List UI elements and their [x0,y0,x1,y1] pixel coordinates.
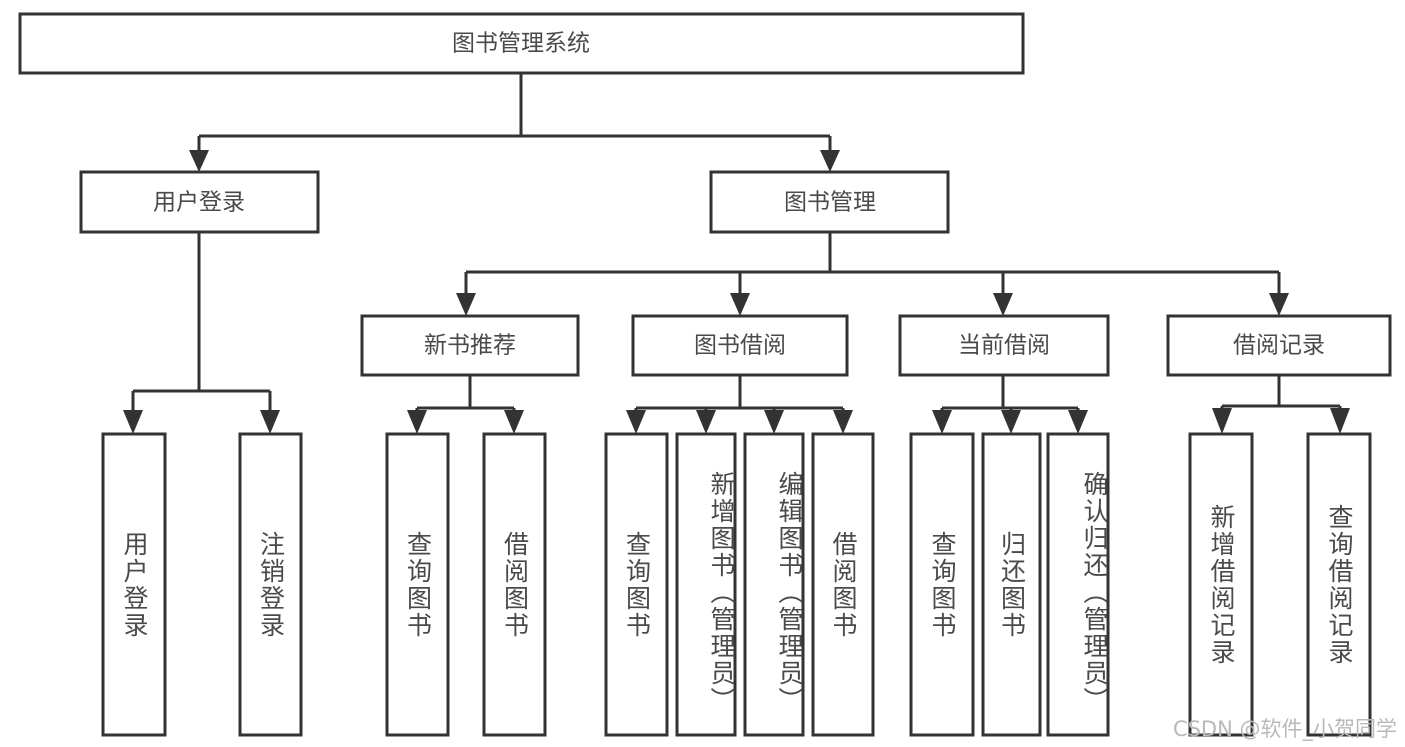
connector-group-borrow-record [1212,375,1350,434]
node-root-label: 图书管理系统 [452,31,590,57]
node-root[interactable] [18,12,1025,75]
node-new-book-recommend-label: 新书推荐 [424,333,516,359]
arrow-head-leaf-bookborrow-4 [833,410,853,434]
arrow-head-new-book [456,293,476,316]
leaf-user-login-0[interactable] [101,432,167,737]
node-book-borrow[interactable] [631,314,849,377]
connector-group-book-manage [456,232,1289,316]
arrow-head-book-manage [820,150,840,172]
arrow-head-leaf-newbook-2 [504,410,524,434]
node-current-borrow-label: 当前借阅 [958,333,1050,359]
arrow-head-leaf-newbook-1 [407,410,427,434]
arrow-head-leaf-borrowrecord-2 [1330,408,1350,434]
node-book-manage-label: 图书管理 [784,190,876,216]
node-user-login-label: 用户登录 [153,190,245,216]
node-book-manage[interactable] [709,170,950,234]
leaf-book-borrow-2[interactable] [743,432,805,737]
arrow-head-user-login [189,150,209,172]
arrow-head-leaf-user-login-2 [260,410,280,434]
leaf-book-borrow-3[interactable] [811,432,875,737]
node-book-borrow-label: 图书借阅 [694,333,786,359]
leaf-current-borrow-1[interactable] [981,432,1042,737]
arrow-head-leaf-currentborrow-3 [1068,410,1088,434]
node-borrow-record[interactable] [1166,314,1392,377]
connector-group-new-book [407,375,524,434]
arrow-head-leaf-bookborrow-2 [696,410,716,434]
leaf-book-borrow-1[interactable] [675,432,737,737]
arrow-head-borrow-record [1269,293,1289,316]
leaf-current-borrow-0[interactable] [909,432,975,737]
node-current-borrow[interactable] [898,314,1110,377]
arrow-head-leaf-borrowrecord-1 [1212,408,1232,434]
connector-group-user-login [123,232,280,434]
leaf-book-borrow-0[interactable] [604,432,669,737]
arrow-head-book-borrow [730,293,750,316]
arrow-head-current-borrow [993,293,1013,316]
arrow-head-leaf-currentborrow-2 [1001,410,1021,434]
node-borrow-record-label: 借阅记录 [1233,333,1325,359]
arrow-head-leaf-bookborrow-3 [764,410,784,434]
watermark-text: CSDN @软件_小贺同学 [1172,717,1397,741]
leaf-current-borrow-2[interactable] [1046,432,1110,737]
connector-group-book-borrow [626,375,853,434]
node-user-login[interactable] [79,170,320,234]
leaf-borrow-record-1[interactable] [1306,432,1372,737]
leaf-borrow-record-0[interactable] [1188,432,1254,737]
arrow-head-leaf-user-login-1 [123,410,143,434]
connector-group-root [189,73,840,172]
arrow-head-leaf-bookborrow-1 [626,410,646,434]
node-new-book-recommend[interactable] [360,314,580,377]
leaf-user-login-1[interactable] [238,432,303,737]
connector-group-current-borrow [932,375,1088,434]
leaf-new-book-1[interactable] [482,432,547,737]
leaf-new-book-0[interactable] [385,432,450,737]
arrow-head-leaf-currentborrow-1 [932,410,952,434]
